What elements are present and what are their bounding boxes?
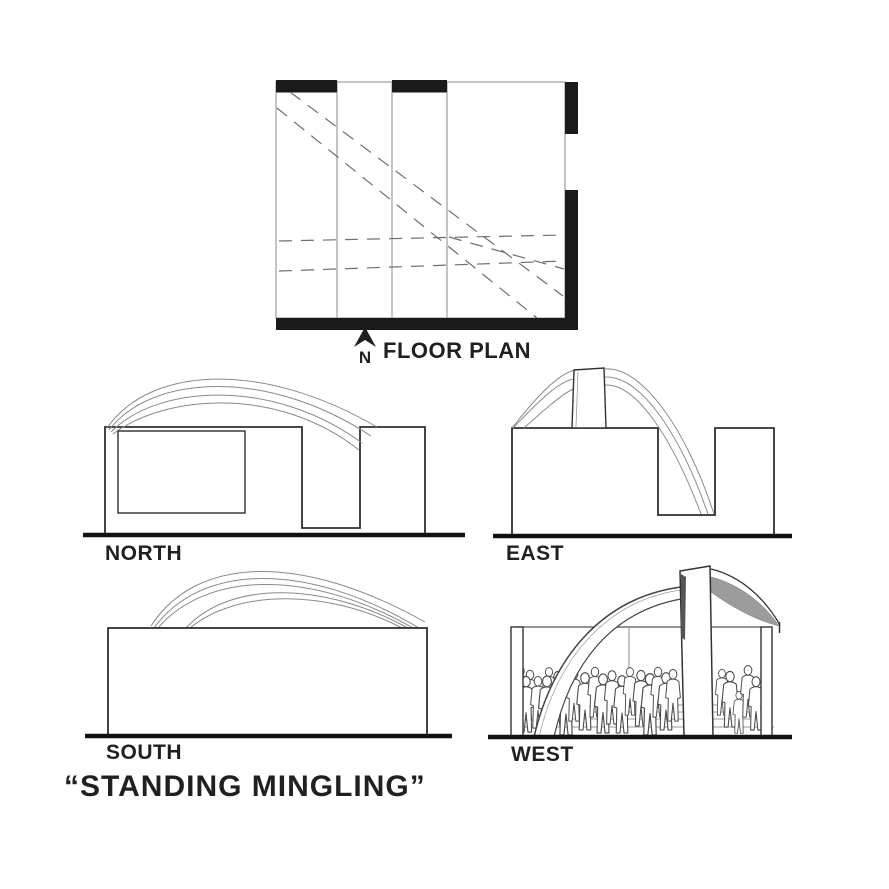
plan-dashed-sightlines bbox=[276, 91, 565, 319]
east-label: EAST bbox=[506, 542, 565, 565]
east-tower-inner-line bbox=[575, 371, 579, 428]
north-roof-arcs bbox=[106, 378, 378, 451]
south-facade bbox=[107, 627, 428, 736]
west-left-column bbox=[510, 626, 524, 737]
north-label: NORTH bbox=[105, 542, 183, 565]
west-right-roof bbox=[710, 568, 781, 633]
west-elevation bbox=[488, 565, 792, 740]
south-label: SOUTH bbox=[106, 741, 182, 764]
west-right-column bbox=[760, 626, 773, 737]
east-elevation bbox=[493, 367, 792, 539]
floor-plan-title: FLOOR PLAN bbox=[383, 338, 531, 363]
east-roof-arcs bbox=[511, 368, 715, 515]
south-elevation bbox=[85, 570, 452, 739]
east-facade bbox=[511, 427, 775, 537]
west-tower bbox=[679, 565, 714, 737]
north-opening bbox=[117, 430, 246, 514]
plan-solid-walls bbox=[276, 80, 578, 330]
west-label: WEST bbox=[511, 743, 574, 766]
east-tower bbox=[571, 367, 607, 429]
west-main-arch bbox=[533, 586, 682, 738]
north-arrow-icon bbox=[354, 327, 376, 347]
north-compass: N bbox=[352, 327, 378, 366]
south-roof-arcs bbox=[150, 570, 426, 629]
plan-outline bbox=[275, 81, 566, 319]
compass-letter: N bbox=[358, 348, 372, 367]
floor-plan bbox=[275, 80, 578, 330]
north-elevation bbox=[83, 378, 465, 538]
west-tower-shadow bbox=[681, 574, 686, 640]
floor-plan-label: N FLOOR PLAN bbox=[352, 327, 531, 366]
page-title: “STANDING MINGLING” bbox=[64, 770, 426, 803]
